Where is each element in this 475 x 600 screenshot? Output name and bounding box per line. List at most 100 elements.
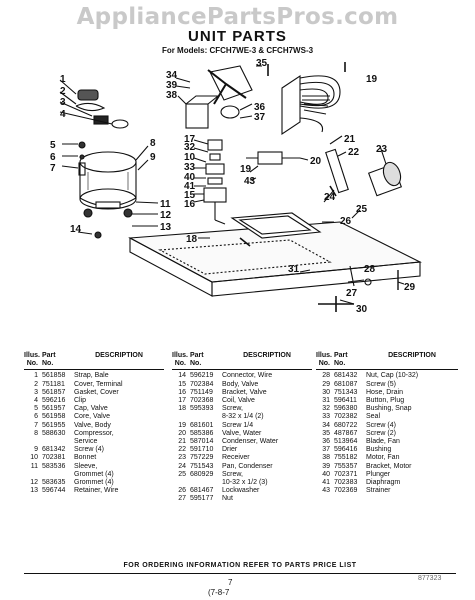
part-no-cell: 583536 xyxy=(42,462,66,470)
page-title: UNIT PARTS xyxy=(188,28,287,45)
table-header: Illus. No. Part No. DESCRIPTION xyxy=(316,352,458,371)
callout-36: 36 xyxy=(254,102,266,113)
description-cell: Nut xyxy=(222,495,233,503)
callout-27: 27 xyxy=(346,288,358,299)
part-no-cell: 755182 xyxy=(334,454,358,462)
description-cell: Screw (4) xyxy=(366,421,396,429)
description-cell: Valve, Body xyxy=(74,421,111,429)
part-no-cell: 487867 xyxy=(334,429,358,437)
description-cell: Blade, Fan xyxy=(366,438,400,446)
description-cell: Sleeve, Grommet (4) xyxy=(74,462,114,478)
callout-33: 33 xyxy=(184,162,196,173)
callout-37: 37 xyxy=(254,112,266,123)
receiver xyxy=(367,161,403,197)
description-cell: Screw, 10-32 x 1/2 (3) xyxy=(222,470,268,487)
callout-38: 38 xyxy=(166,90,178,101)
description-cell: Gasket, Cover xyxy=(74,388,119,396)
part-no-cell: 680929 xyxy=(190,470,214,478)
description-cell: Button, Plug xyxy=(366,397,405,405)
part-no-cell: 588630 xyxy=(42,429,66,437)
callout-34: 34 xyxy=(166,70,178,81)
illus-no-cell: 2 xyxy=(34,380,38,388)
description-cell: Body, Valve xyxy=(222,380,259,388)
illus-no-cell: 17 xyxy=(178,397,186,405)
part-no-cell: 681342 xyxy=(42,446,66,454)
illus-no-cell: 4 xyxy=(34,397,38,405)
callout-8: 8 xyxy=(150,138,156,149)
description-cell: Strap, Bale xyxy=(74,372,109,380)
callout-6: 6 xyxy=(50,152,56,163)
description-cell: Bonnet xyxy=(74,454,97,462)
description-cell: Bushing xyxy=(366,446,392,454)
description-cell: Bracket, Valve xyxy=(222,388,267,396)
illus-no-cell: 18 xyxy=(178,405,186,413)
illus-no-cell: 21 xyxy=(178,438,186,446)
callout-41: 41 xyxy=(184,181,196,192)
description-cell: Connector, Wire xyxy=(222,372,273,380)
part-no-cell: 681601 xyxy=(190,421,214,429)
illus-no-cell: 11 xyxy=(30,462,38,470)
illus-no-cell: 22 xyxy=(178,446,186,454)
illus-no-cell: 13 xyxy=(30,487,38,495)
illus-no-cell: 33 xyxy=(322,413,330,421)
illus-no-cell: 27 xyxy=(178,495,186,503)
table-row: 10 702381 Bonnet xyxy=(24,454,164,462)
description-cell: Lockwasher xyxy=(222,487,260,495)
part-no-cell: 587014 xyxy=(190,438,214,446)
part-no-cell: 702383 xyxy=(334,479,358,487)
part-no-cell: 751181 xyxy=(42,380,65,388)
description-cell: Diaphragm xyxy=(366,479,401,487)
header-description: DESCRIPTION xyxy=(243,352,291,359)
table-row: 2 751181 Cover, Terminal xyxy=(24,381,164,389)
description-cell: Nut, Cap (10-32) xyxy=(366,372,419,380)
part-no-cell: 702381 xyxy=(42,454,66,462)
exploded-parts-diagram: 35 19 34 39 38 36 37 1 2 3 4 17 32 10 33… xyxy=(50,58,422,315)
part-no-cell: 751149 xyxy=(190,388,213,396)
part-no-cell: 751343 xyxy=(334,388,358,396)
header-part-no: Part No. xyxy=(190,352,204,368)
callout-25: 25 xyxy=(356,204,368,215)
callout-22: 22 xyxy=(348,147,360,158)
callout-30: 30 xyxy=(356,304,368,315)
description-cell: Condenser, Water xyxy=(222,438,279,446)
description-cell: Compressor, Service xyxy=(74,429,114,446)
description-cell: Seal xyxy=(366,413,381,421)
illus-no-cell: 6 xyxy=(34,413,38,421)
description-cell: Cover, Terminal xyxy=(74,380,123,388)
description-cell: Grommet (4) xyxy=(74,479,114,487)
illus-no-cell: 23 xyxy=(178,454,186,462)
description-cell: Retainer, Wire xyxy=(74,487,119,495)
part-no-cell: 596411 xyxy=(334,397,357,405)
callout-17: 17 xyxy=(184,134,196,145)
callout-10: 10 xyxy=(184,152,196,163)
description-cell: Bracket, Motor xyxy=(366,462,412,470)
illus-no-cell: 41 xyxy=(322,479,330,487)
callout-32: 32 xyxy=(184,142,196,153)
illus-no-cell: 43 xyxy=(322,487,330,495)
part-no-cell: 702382 xyxy=(334,413,358,421)
description-cell: Receiver xyxy=(222,454,250,462)
header-illus-no: Illus. No. xyxy=(24,352,40,368)
illus-no-cell: 10 xyxy=(30,454,38,462)
part-no-cell: 561858 xyxy=(42,372,66,380)
